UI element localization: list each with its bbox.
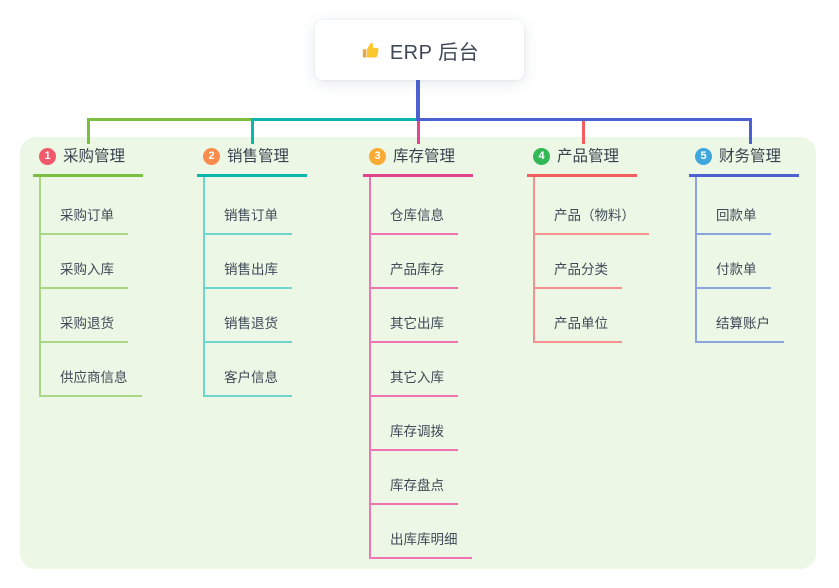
child-node-label: 采购订单 (60, 208, 114, 223)
child-node-label: 库存调拨 (390, 424, 444, 439)
connector-drop-purchase (87, 118, 90, 144)
child-node-label: 产品单位 (554, 316, 608, 331)
child-node[interactable]: 回款单 (697, 207, 771, 235)
connector-horizontal-sales (251, 118, 419, 121)
child-node-label: 采购退货 (60, 316, 114, 331)
child-node[interactable]: 采购订单 (41, 207, 128, 235)
connector-drop-finance (749, 118, 752, 144)
child-node-label: 采购入库 (60, 262, 114, 277)
child-node[interactable]: 仓库信息 (371, 207, 458, 235)
child-node-label: 付款单 (716, 262, 757, 277)
branch-node[interactable]: 5 财务管理 回款单 付款单 结算账户 (689, 146, 800, 343)
child-node-label: 供应商信息 (60, 370, 128, 385)
child-node-label: 结算账户 (716, 316, 770, 331)
child-node[interactable]: 产品库存 (371, 261, 458, 289)
child-node[interactable]: 结算账户 (697, 315, 784, 343)
child-node[interactable]: 产品单位 (535, 315, 622, 343)
root-node[interactable]: ERP 后台 (315, 20, 524, 80)
child-node-label: 库存盘点 (390, 478, 444, 493)
thumbs-up-icon (360, 40, 381, 61)
branches-background-panel (20, 137, 816, 569)
connector-drop-sales (251, 118, 254, 144)
branch-header[interactable]: 4 产品管理 (527, 146, 638, 177)
child-node[interactable]: 采购退货 (41, 315, 128, 343)
child-node[interactable]: 销售退货 (205, 315, 292, 343)
branch-number-badge: 3 (369, 148, 386, 165)
root-node-title: ERP 后台 (389, 41, 480, 64)
branch-children: 销售订单 销售出库 销售退货 客户信息 (203, 177, 292, 397)
branch-node[interactable]: 1 采购管理 采购订单 采购入库 采购退货 供应商信息 (33, 146, 144, 397)
child-node-label: 产品库存 (390, 262, 444, 277)
branch-header[interactable]: 1 采购管理 (33, 146, 144, 177)
child-node-label: 销售退货 (224, 316, 278, 331)
child-node[interactable]: 产品（物料） (535, 207, 649, 235)
branch-header[interactable]: 2 销售管理 (197, 146, 308, 177)
branch-children: 采购订单 采购入库 采购退货 供应商信息 (39, 177, 142, 397)
child-node-label: 销售订单 (224, 208, 278, 223)
child-node[interactable]: 库存盘点 (371, 477, 458, 505)
child-node-label: 其它出库 (390, 316, 444, 331)
connector-drop-inventory (416, 118, 420, 144)
branch-title: 库存管理 (393, 148, 456, 165)
connector-horizontal-finance (416, 118, 752, 121)
child-node-label: 产品分类 (554, 262, 608, 277)
root-stem-line (416, 80, 420, 120)
branch-number-badge: 1 (39, 148, 56, 165)
connector-horizontal-purchase (87, 118, 254, 121)
branch-header[interactable]: 3 库存管理 (363, 146, 474, 177)
child-node-label: 客户信息 (224, 370, 278, 385)
branch-children: 回款单 付款单 结算账户 (695, 177, 784, 343)
child-node[interactable]: 产品分类 (535, 261, 622, 289)
branch-title: 产品管理 (557, 148, 620, 165)
branch-number-badge: 2 (203, 148, 220, 165)
branch-title: 销售管理 (227, 148, 290, 165)
child-node[interactable]: 供应商信息 (41, 369, 142, 397)
child-node-label: 产品（物料） (554, 208, 635, 223)
child-node[interactable]: 付款单 (697, 261, 771, 289)
child-node[interactable]: 其它入库 (371, 369, 458, 397)
child-node[interactable]: 销售订单 (205, 207, 292, 235)
child-node[interactable]: 出库库明细 (371, 531, 472, 559)
child-node[interactable]: 销售出库 (205, 261, 292, 289)
branch-number-badge: 4 (533, 148, 550, 165)
connector-drop-product (581, 118, 585, 144)
child-node[interactable]: 库存调拨 (371, 423, 458, 451)
child-node-label: 出库库明细 (390, 532, 458, 547)
branch-header[interactable]: 5 财务管理 (689, 146, 800, 177)
branch-node[interactable]: 2 销售管理 销售订单 销售出库 销售退货 客户信息 (197, 146, 308, 397)
child-node[interactable]: 客户信息 (205, 369, 292, 397)
child-node-label: 销售出库 (224, 262, 278, 277)
branch-title: 采购管理 (63, 148, 126, 165)
branch-node[interactable]: 3 库存管理 仓库信息 产品库存 其它出库 其它入库 库存调拨 库存盘点 出库库… (363, 146, 474, 559)
child-node-label: 仓库信息 (390, 208, 444, 223)
branch-node[interactable]: 4 产品管理 产品（物料） 产品分类 产品单位 (527, 146, 649, 343)
child-node[interactable]: 采购入库 (41, 261, 128, 289)
child-node-label: 其它入库 (390, 370, 444, 385)
branch-title: 财务管理 (719, 148, 782, 165)
child-node-label: 回款单 (716, 208, 757, 223)
child-node[interactable]: 其它出库 (371, 315, 458, 343)
branch-children: 仓库信息 产品库存 其它出库 其它入库 库存调拨 库存盘点 出库库明细 (369, 177, 472, 559)
branch-children: 产品（物料） 产品分类 产品单位 (533, 177, 649, 343)
branch-number-badge: 5 (695, 148, 712, 165)
